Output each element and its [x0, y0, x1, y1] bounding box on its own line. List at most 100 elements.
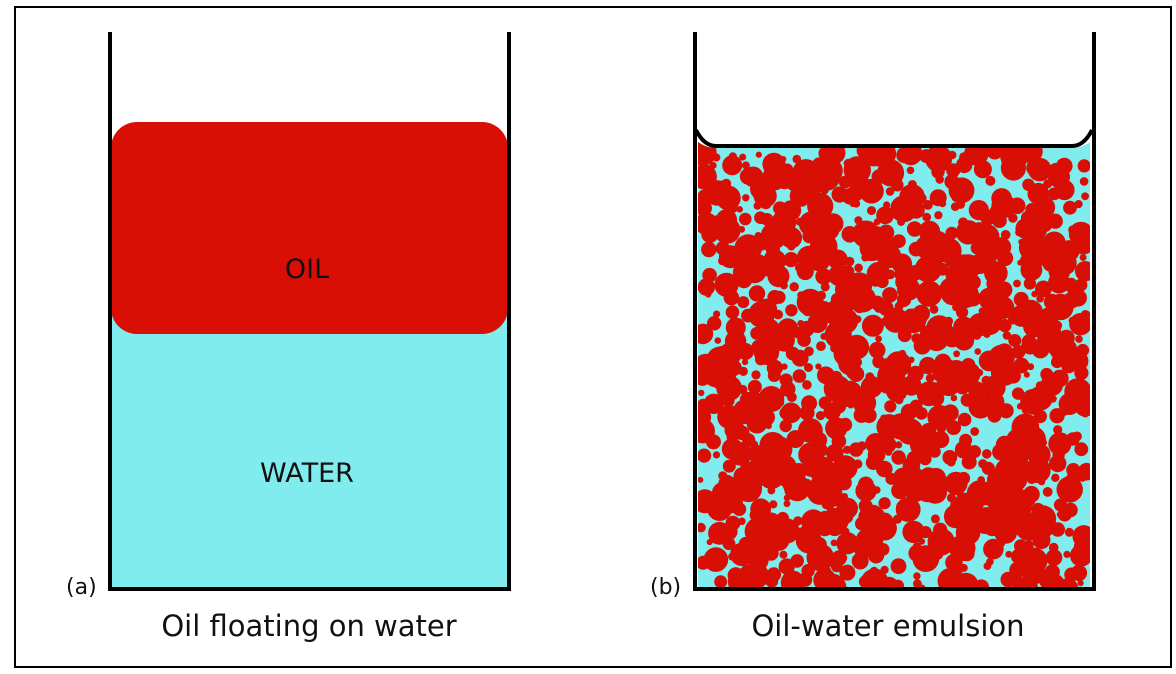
oil-droplet: [884, 400, 897, 413]
oil-droplet: [736, 206, 743, 213]
oil-droplet: [742, 359, 749, 366]
oil-droplet: [1053, 321, 1063, 330]
oil-droplet: [975, 308, 1003, 336]
oil-droplet: [791, 349, 809, 367]
oil-droplet: [816, 290, 826, 301]
oil-droplet: [895, 441, 903, 449]
oil-droplet: [1037, 477, 1046, 486]
oil-droplet: [934, 211, 943, 220]
oil-droplet: [972, 330, 982, 340]
oil-droplet: [1026, 474, 1037, 485]
oil-droplet: [1077, 580, 1084, 587]
oil-droplet: [1057, 507, 1072, 522]
oil-droplet: [722, 537, 736, 551]
oil-droplet: [970, 427, 980, 436]
oil-droplet: [698, 522, 706, 533]
oil-droplet: [953, 330, 975, 351]
oil-droplet: [946, 420, 961, 435]
oil-droplet: [1045, 549, 1063, 566]
oil-droplet: [957, 471, 971, 485]
oil-droplet: [698, 323, 714, 345]
oil-droplet: [976, 369, 984, 377]
oil-droplet: [928, 445, 941, 458]
oil-droplet: [778, 399, 785, 406]
oil-droplet: [968, 381, 986, 400]
oil-droplet: [919, 356, 937, 375]
oil-droplet: [854, 263, 863, 273]
oil-droplet: [860, 568, 889, 588]
panel-a-tag: (a): [66, 575, 97, 600]
oil-droplet: [959, 545, 975, 562]
oil-droplet: [1064, 527, 1074, 537]
oil-droplet: [713, 217, 741, 244]
oil-droplet: [758, 386, 785, 412]
oil-droplet: [769, 500, 778, 509]
oil-droplet: [882, 287, 898, 303]
oil-droplet: [739, 212, 752, 226]
oil-droplet: [936, 372, 961, 397]
oil-droplet: [763, 545, 779, 561]
oil-droplet: [748, 285, 766, 302]
oil-droplet: [978, 244, 999, 265]
oil-droplet: [712, 451, 721, 459]
oil-droplet: [1015, 218, 1037, 240]
oil-droplet: [1057, 578, 1079, 588]
oil-droplet: [918, 452, 932, 466]
oil-droplet: [876, 206, 894, 225]
oil-droplet: [841, 265, 855, 278]
oil-droplet: [741, 161, 750, 170]
oil-droplet: [738, 517, 746, 526]
oil-droplet: [1023, 371, 1030, 378]
oil-droplet: [1000, 155, 1026, 181]
oil-droplet: [823, 402, 841, 421]
oil-droplet: [922, 212, 932, 222]
oil-droplet: [1069, 313, 1090, 336]
oil-droplet: [995, 538, 1006, 548]
oil-droplet: [807, 312, 828, 333]
oil-label: OIL: [285, 254, 329, 285]
oil-droplet: [796, 262, 814, 281]
oil-droplet: [804, 363, 813, 372]
oil-droplet: [1078, 474, 1087, 482]
oil-droplet: [815, 411, 826, 421]
oil-droplet: [1074, 395, 1090, 417]
oil-droplet: [804, 172, 812, 181]
oil-droplet: [780, 402, 802, 424]
oil-droplet: [780, 227, 803, 249]
oil-droplet: [998, 403, 1014, 419]
oil-droplet: [747, 379, 762, 394]
oil-droplet: [705, 291, 712, 298]
oil-droplet: [1011, 576, 1027, 588]
oil-droplet: [853, 299, 867, 314]
oil-droplet: [1005, 550, 1013, 558]
oil-droplet: [935, 175, 944, 184]
oil-droplet: [813, 442, 828, 458]
oil-droplet: [1027, 363, 1035, 371]
oil-droplet: [885, 187, 895, 196]
oil-droplet: [723, 289, 740, 306]
oil-droplet: [714, 337, 722, 344]
oil-droplet: [925, 373, 935, 383]
oil-droplet: [947, 150, 957, 160]
oil-droplet: [1079, 177, 1089, 186]
oil-droplet: [802, 380, 812, 390]
oil-droplet: [892, 234, 906, 249]
oil-droplet: [868, 547, 885, 564]
water-label: WATER: [260, 458, 354, 489]
oil-droplet: [1051, 356, 1064, 369]
oil-droplet: [1063, 550, 1071, 559]
oil-droplet: [787, 242, 796, 251]
oil-droplet: [906, 221, 923, 237]
oil-droplet: [801, 304, 814, 317]
oil-droplet: [884, 448, 893, 456]
oil-droplet: [914, 255, 942, 283]
oil-droplet: [982, 449, 992, 459]
oil-layer: [111, 122, 508, 334]
water-layer: [111, 312, 508, 588]
oil-droplet: [1069, 289, 1087, 307]
oil-droplet: [987, 393, 1005, 411]
oil-droplet: [728, 442, 753, 466]
oil-droplet: [895, 497, 921, 522]
oil-droplet: [799, 405, 815, 421]
oil-droplet: [908, 514, 915, 521]
